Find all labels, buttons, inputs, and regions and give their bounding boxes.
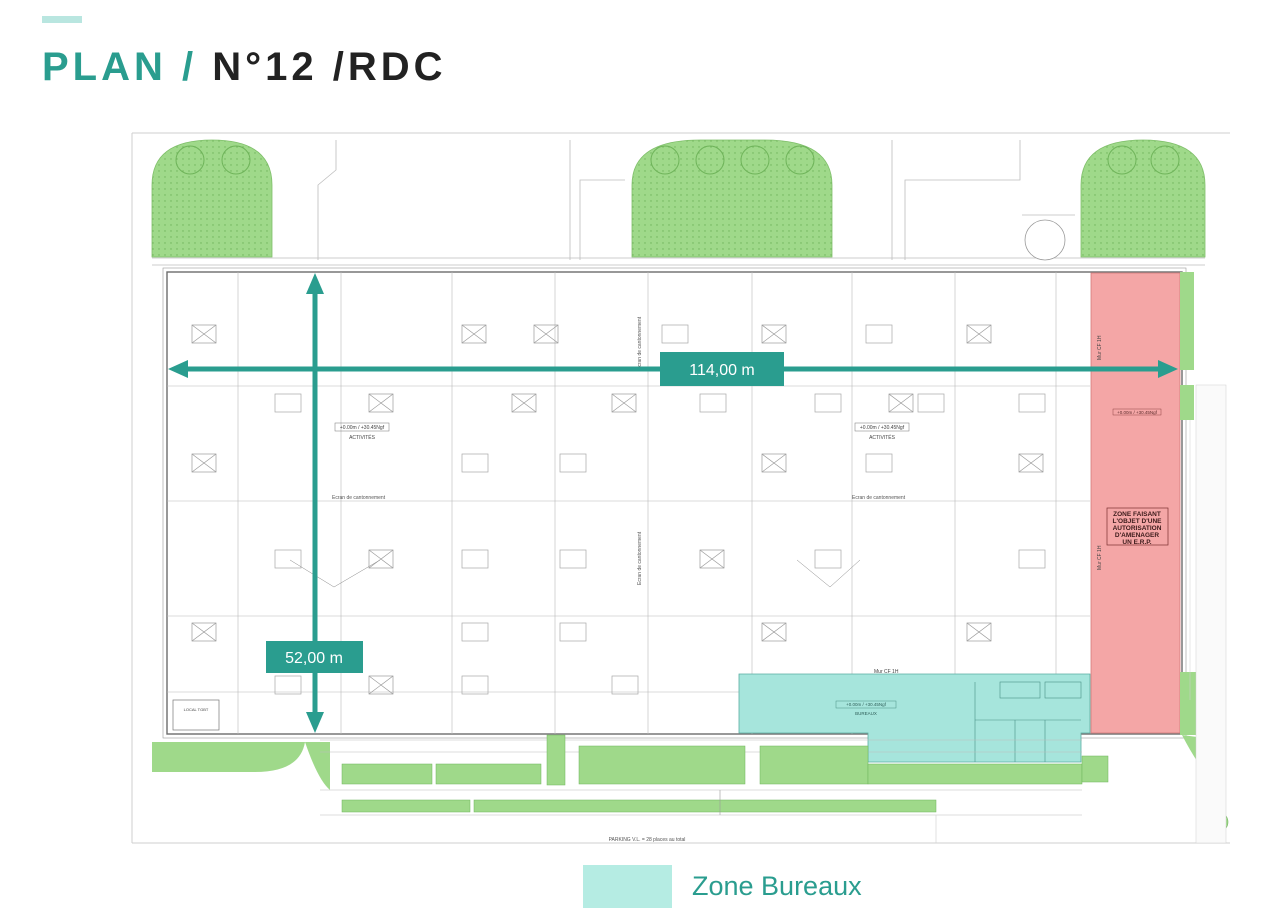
- dimension-length-label: 114,00 m: [689, 362, 755, 379]
- ecran-label-right: Ecran de cantonnement: [852, 495, 906, 501]
- structural-grid: [167, 272, 1090, 734]
- green-space-left: [151, 139, 273, 258]
- erp-label-line-2: L'OBJET D'UNE: [1113, 518, 1163, 525]
- erp-label-line-1: ZONE FAISANT: [1113, 511, 1161, 518]
- erp-label-line-5: UN E.R.P.: [1122, 539, 1151, 546]
- left-green: [152, 742, 330, 790]
- turning-circle: [1022, 214, 1075, 261]
- activites-level-right: +0.00m / +30.45Ngf: [860, 425, 905, 431]
- smoke-vents: [191, 324, 1044, 695]
- leader-lines: [289, 559, 861, 588]
- mur-label-bureaux: Mur CF 1H: [874, 669, 899, 675]
- mur-label-erp-top: Mur CF 1H: [1097, 335, 1103, 360]
- dimension-length: 114,00 m: [168, 352, 1178, 386]
- title-plan: PLAN: [42, 45, 167, 89]
- bureaux-level: +0.00m / +30.45Ngf: [846, 702, 887, 707]
- right-access-area: [1189, 384, 1227, 844]
- title-plan-number: N°12 /RDC: [212, 45, 447, 89]
- erp-zone: ZONE FAISANT L'OBJET D'UNE AUTORISATION …: [1090, 272, 1181, 734]
- local-tgbt-label: LOCAL TGBT: [184, 707, 209, 712]
- ecran-label-vertical-top: Ecran de cantonnement: [637, 316, 643, 370]
- dimension-width: 52,00 m: [266, 273, 363, 733]
- activites-label-left: ACTIVITÉS: [349, 434, 376, 441]
- bureaux-label: BUREAUX: [855, 711, 877, 716]
- activites-labels: +0.00m / +30.45Ngf ACTIVITÉS +0.00m / +3…: [334, 422, 910, 441]
- parking-area: PARKING V.L. = 28 places au total: [320, 734, 1109, 843]
- ecran-label-left: Ecran de cantonnement: [332, 495, 386, 501]
- title-separator: /: [166, 45, 213, 89]
- site-frame: [131, 132, 1230, 844]
- skylights: [274, 324, 1046, 695]
- mur-label-erp-bottom: Mur CF 1H: [1097, 545, 1103, 570]
- green-space-right: [1080, 139, 1206, 258]
- erp-label-line-4: D'AMENAGER: [1115, 532, 1159, 539]
- local-tgbt: LOCAL TGBT: [172, 699, 220, 731]
- page-title: PLAN / N°12 /RDC: [42, 40, 447, 94]
- dimension-width-label: 52,00 m: [285, 650, 343, 667]
- green-space-center: [631, 139, 833, 258]
- accent-bar: [42, 16, 82, 23]
- ecran-labels: Ecran de cantonnement Ecran de cantonnem…: [332, 316, 906, 585]
- parking-label: PARKING V.L. = 28 places au total: [609, 837, 686, 843]
- top-access-lanes: [152, 140, 1205, 266]
- ecran-label-vertical-bottom: Ecran de cantonnement: [637, 531, 643, 585]
- top-green-spaces: [151, 139, 1206, 258]
- erp-level: +0.00m / +30.45Ngf: [1117, 410, 1158, 415]
- erp-label-line-3: AUTORISATION: [1113, 525, 1162, 532]
- activites-label-right: ACTIVITÉS: [869, 434, 896, 441]
- legend-swatch: [583, 865, 672, 908]
- legend-label: Zone Bureaux: [692, 871, 862, 901]
- activites-level-left: +0.00m / +30.45Ngf: [340, 425, 385, 431]
